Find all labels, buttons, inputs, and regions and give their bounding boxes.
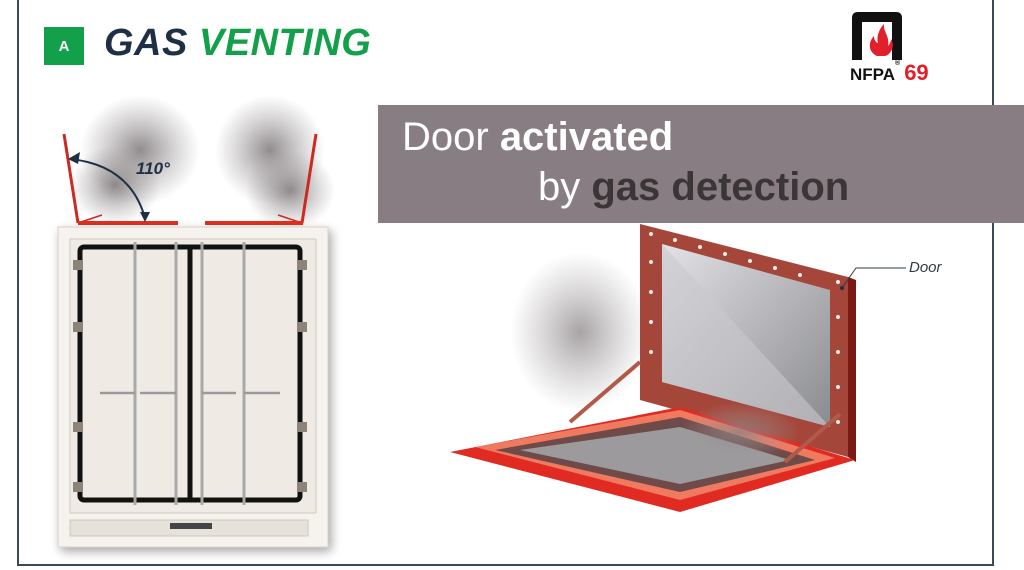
page-title: GAS VENTING: [104, 22, 371, 65]
smoke: [510, 252, 650, 412]
standard-number: 69: [904, 60, 929, 85]
angle-arc: [69, 158, 146, 219]
section-badge: A: [44, 27, 84, 65]
headline-emphasis: activated: [499, 115, 674, 159]
gas-strut-right: [783, 412, 842, 464]
vent-door-right: [300, 133, 318, 224]
vent-door-left: [62, 133, 80, 224]
hatch-illustration: [450, 224, 856, 512]
title-part-gas: GAS: [104, 22, 188, 64]
hinges: [73, 260, 307, 492]
door-callout-label: Door: [909, 259, 942, 276]
headline-line-2: by gas detection: [538, 165, 849, 210]
registered-mark: ®: [895, 60, 901, 67]
headline-banner: Door activated by gas detection: [378, 105, 1024, 223]
gas-strut-left: [568, 360, 642, 424]
angle-label: 110°: [136, 159, 170, 178]
headline-emphasis-dark: gas detection: [591, 165, 850, 209]
nfpa-flame-icon: [852, 12, 902, 60]
headline-text: Door: [402, 115, 500, 159]
title-part-venting: VENTING: [198, 22, 372, 64]
headline-line-1: Door activated: [402, 115, 673, 160]
nfpa-logo-text: NFPA®69: [850, 60, 929, 86]
headline-text: by: [538, 165, 592, 209]
door-callout-line: [840, 267, 906, 290]
locking-bars: [133, 242, 246, 505]
container-illustration: [57, 95, 335, 548]
nfpa-brand: NFPA: [850, 65, 896, 84]
